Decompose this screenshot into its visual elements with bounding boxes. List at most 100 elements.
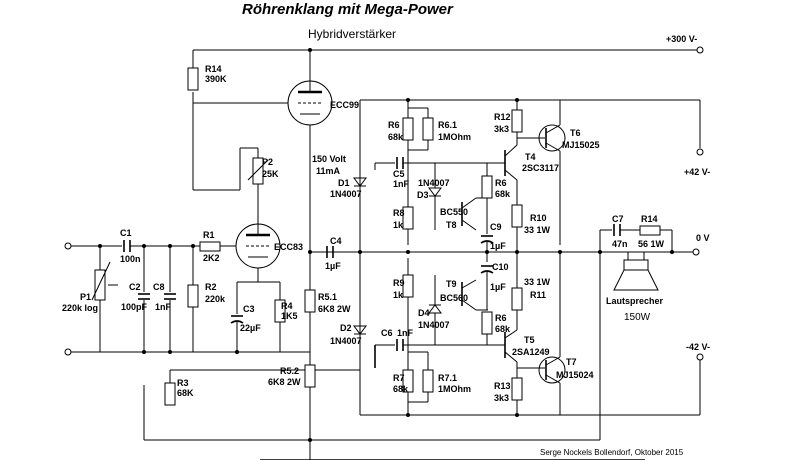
component-label: D2 <box>340 323 352 333</box>
component-label: P1 <box>80 292 91 302</box>
trimmer-p2: P2 25K <box>239 147 279 220</box>
component-label: C9 <box>490 222 502 232</box>
component-label: R6 <box>388 120 400 130</box>
component-label: 1N4007 <box>418 320 450 330</box>
component-label: 1µF <box>325 261 341 271</box>
component-label: T6 <box>570 128 581 138</box>
resistor-r6-low: R6 68k <box>481 311 511 345</box>
component-label: BC560 <box>440 293 468 303</box>
component-label: 2K2 <box>203 253 220 263</box>
component-label: 68k <box>388 132 404 142</box>
component-label: 1µF <box>490 282 506 292</box>
transistor-t5: T5 2SA1249 <box>500 329 550 378</box>
component-label: D1 <box>338 178 350 188</box>
component-label: C8 <box>153 282 165 292</box>
component-label: 1nF <box>397 328 414 338</box>
resistor-r7: R7 68k <box>393 351 428 415</box>
potentiometer-p1: P1 220k log <box>62 246 118 352</box>
component-label: R14 <box>205 64 222 74</box>
component-label: 1k <box>393 290 404 300</box>
resistor-r11: 33 1W R11 <box>511 252 551 330</box>
component-label: 1nF <box>393 179 410 189</box>
component-label: C3 <box>243 304 255 314</box>
component-label: T4 <box>525 152 536 162</box>
component-label: T9 <box>446 279 457 289</box>
capacitor-c3: C3 22µF <box>230 282 261 352</box>
component-label: R4 <box>281 301 293 311</box>
component-label: C5 <box>393 169 405 179</box>
capacitor-c4: C4 1µF <box>310 236 360 271</box>
component-label: C4 <box>330 236 342 246</box>
component-label: 1MOhm <box>438 384 471 394</box>
component-label: R10 <box>530 213 547 223</box>
schematic-subtitle: Hybridverstärker <box>308 27 396 41</box>
component-label: 1MOhm <box>438 132 471 142</box>
component-label: 68k <box>495 189 511 199</box>
component-label: R1 <box>203 230 215 240</box>
capacitor-c2: C2 100pF <box>121 246 150 352</box>
component-label: R3 <box>177 378 189 388</box>
rail-plus42: +42 V- <box>684 148 710 177</box>
resistor-r14-zobel: R14 56 1W <box>620 214 673 252</box>
input-terminals <box>64 242 122 356</box>
component-label: 100pF <box>121 302 148 312</box>
component-label: MJ15025 <box>562 140 600 150</box>
component-label: R9 <box>393 278 405 288</box>
component-label: R5.2 <box>280 366 299 376</box>
tube-ecc83-label: ECC83 <box>274 242 303 252</box>
transistor-t9: T9 BC560 <box>440 279 488 311</box>
speaker-label: Lautsprecher <box>606 296 664 306</box>
capacitor-c6: C6 1nF <box>374 328 500 368</box>
component-label: R11 <box>530 290 546 300</box>
component-label: 1N4007 <box>330 189 362 199</box>
tube-ecc99: ECC99 <box>193 80 359 200</box>
component-label: 68K <box>177 388 194 398</box>
component-label: C7 <box>612 214 624 224</box>
resistor-r2: R2 220k <box>187 246 226 352</box>
resistor-r14-top: R14 390K <box>187 64 227 91</box>
component-label: R6 <box>495 313 507 323</box>
component-label: R5.1 <box>318 292 337 302</box>
transistor-t6: T6 MJ15025 <box>538 100 600 245</box>
schematic-title: Röhrenklang mit Mega-Power <box>242 1 454 18</box>
rail-minus42-label: -42 V- <box>686 342 710 352</box>
component-label: P2 <box>262 157 273 167</box>
diode-d1: D1 1N4007 <box>330 177 367 199</box>
resistor-r5-2: R5.2 6K8 2W <box>268 364 316 440</box>
speaker: Lautsprecher 150W <box>606 252 664 323</box>
capacitor-c1: C1 100n <box>120 228 200 264</box>
component-label: 47n <box>612 239 628 249</box>
component-label: R6 <box>495 178 507 188</box>
operating-voltage: 150 Volt <box>312 154 346 164</box>
component-label: 3k3 <box>494 393 509 403</box>
component-label: 1k <box>393 220 404 230</box>
capacitor-c10: C10 1µF <box>480 252 509 310</box>
operating-current: 11mA <box>316 166 341 176</box>
capacitor-c9: C9 1µF <box>480 198 506 252</box>
rail-zero: 0 V <box>692 233 710 256</box>
transistor-t8: BC550 T8 <box>434 196 488 231</box>
capacitor-c8: C8 1nF <box>153 246 176 352</box>
component-label: 68k <box>495 324 511 334</box>
component-label: 1N4007 <box>330 336 362 346</box>
resistor-r10: R10 33 1W <box>511 204 551 252</box>
resistor-r6-mid: R6 68k <box>481 163 511 199</box>
component-label: R6.1 <box>438 120 457 130</box>
component-label: 3k3 <box>494 124 509 134</box>
resistor-r1: R1 2K2 <box>199 230 236 263</box>
component-label: 220k log <box>62 303 98 313</box>
component-label: 56 1W <box>638 239 665 249</box>
component-label: R14 <box>641 214 658 224</box>
tube-ecc99-label: ECC99 <box>330 100 359 110</box>
component-label: 220k <box>205 294 226 304</box>
component-label: 22µF <box>240 323 261 333</box>
component-label: C10 <box>492 262 509 272</box>
component-label: R12 <box>494 112 511 122</box>
component-label: 100n <box>120 254 141 264</box>
component-label: 1nF <box>155 302 172 312</box>
junctions <box>98 48 674 442</box>
component-label: 6K8 2W <box>318 304 351 314</box>
rail-plus300-label: +300 V- <box>666 34 697 44</box>
component-label: MJ15024 <box>556 370 594 380</box>
